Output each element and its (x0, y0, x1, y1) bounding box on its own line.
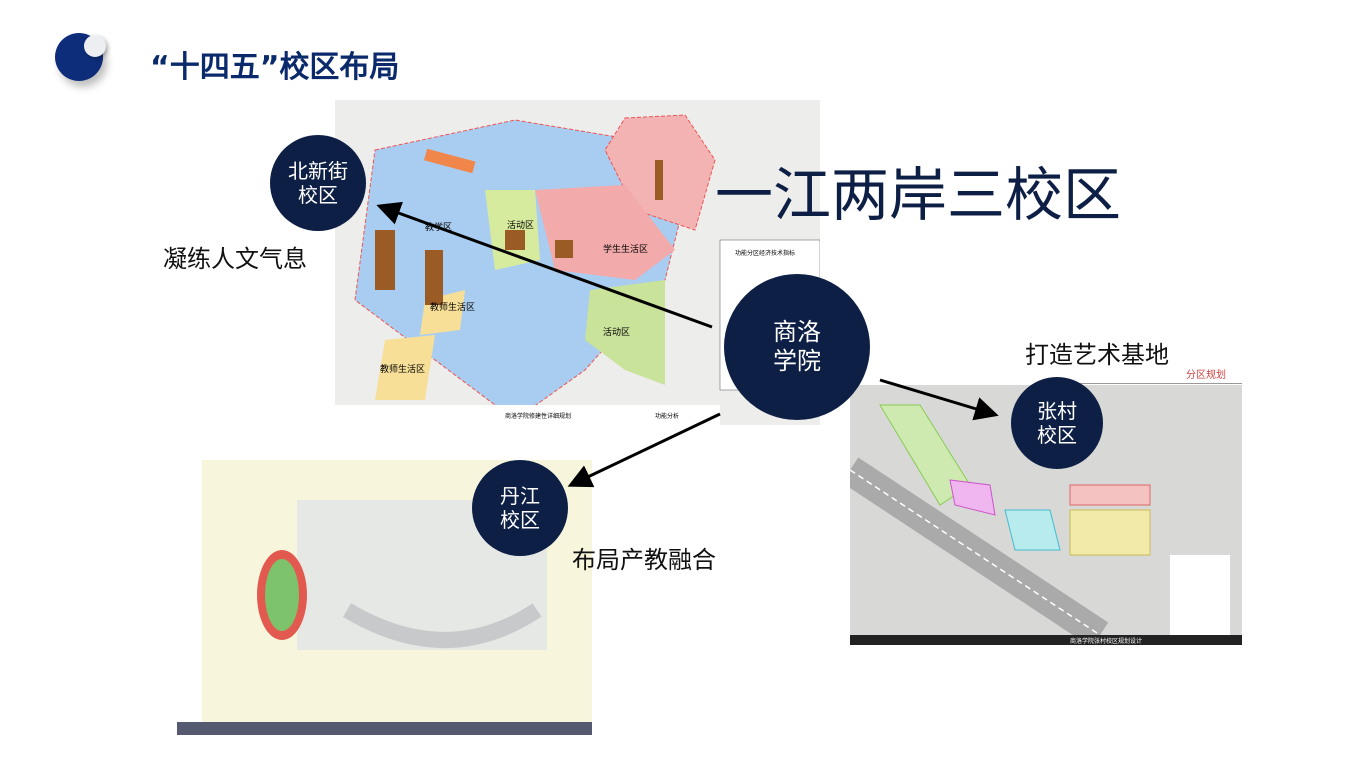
page-title: “十四五”校区布局 (150, 50, 400, 85)
zone-label: 教师生活区 (380, 363, 425, 375)
dan-jiang-campus-badge: 丹江校区 (472, 460, 568, 556)
zone-label: 活动区 (507, 219, 534, 231)
bei-xin-jie-caption: 凝练人文气息 (163, 245, 307, 273)
logo-dot-small (84, 35, 106, 57)
map-footer: 商洛学院修建性详细规划 (505, 412, 571, 420)
zone-label: 教师生活区 (430, 301, 475, 313)
zone-label: 活动区 (603, 326, 630, 338)
dan-jiang-caption: 布局产教融合 (572, 546, 716, 574)
arrow-to-dan-jiang (567, 412, 721, 488)
dan-jiang-campus-map (177, 460, 592, 735)
arrow-to-bei-xin-jie (376, 201, 713, 329)
map-footer: 商洛学院张村校区规划设计 (1070, 637, 1142, 645)
zhang-cun-caption: 打造艺术基地 (1025, 341, 1169, 369)
zone-label: 学生生活区 (603, 243, 648, 255)
zhang-cun-campus-badge: 张村校区 (1011, 377, 1103, 469)
slogan: 一江两岸三校区 (715, 161, 1122, 229)
shangluo-university-badge: 商洛学院 (724, 274, 870, 420)
bei-xin-jie-campus-badge: 北新街校区 (270, 135, 366, 231)
map-tag-divider (1040, 383, 1242, 384)
table-title: 功能分区经济技术指标 (735, 249, 795, 257)
map-tag: 分区规划 (1186, 370, 1226, 381)
arrow-to-zhang-cun (879, 378, 999, 421)
map-footer-right: 功能分析 (655, 412, 679, 420)
